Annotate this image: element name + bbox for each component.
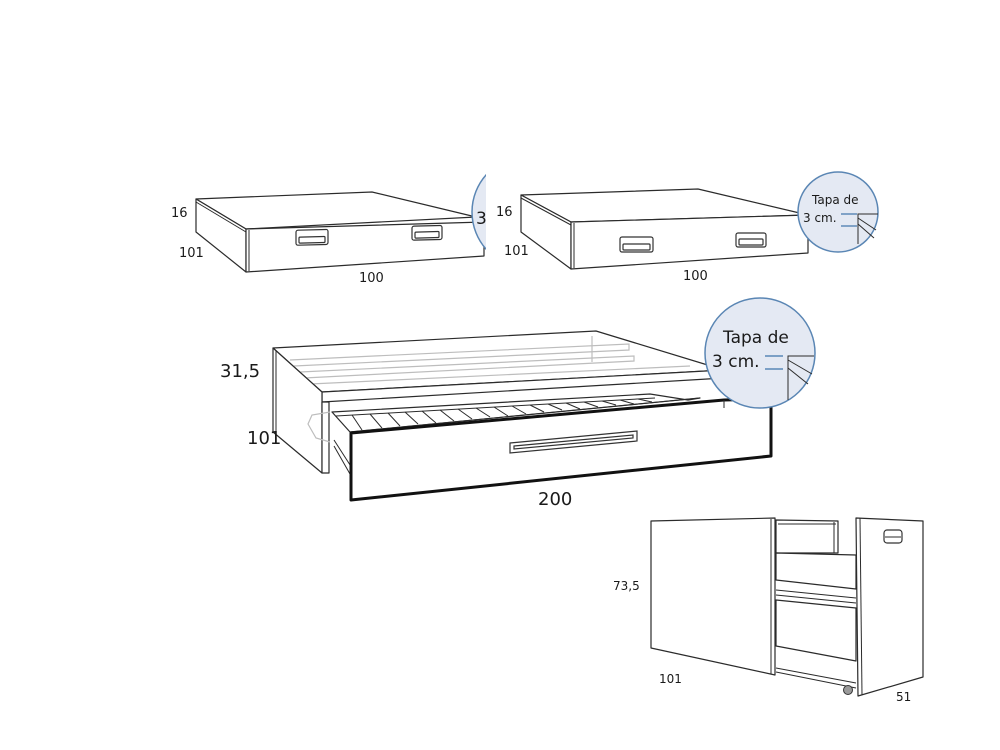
cabinet-side-panel xyxy=(650,517,776,676)
depth-dimension-label: 101 xyxy=(179,246,204,261)
height-dimension-label: 16 xyxy=(496,205,513,220)
height-dimension-label: 31,5 xyxy=(220,361,260,382)
height-dimension-label: 16 xyxy=(171,206,188,221)
handle-icon xyxy=(735,232,767,248)
lid-thickness-callout: Tapa de 3 cm. xyxy=(797,171,879,253)
trundle-bed: Tapa de 3 cm. 31,5 101 200 xyxy=(220,297,816,510)
depth-dimension-label: 101 xyxy=(504,244,529,259)
width-dimension-label: 100 xyxy=(683,269,708,284)
svg-text:Tapa de: Tapa de xyxy=(722,328,789,348)
drawer-front xyxy=(570,214,809,270)
cabinet-shelf xyxy=(775,552,857,590)
handle-icon xyxy=(619,236,654,253)
depth-dimension-label: 101 xyxy=(659,672,682,686)
width-dimension-label: 51 xyxy=(896,690,911,704)
svg-text:3: 3 xyxy=(476,209,487,229)
pullout-slats xyxy=(331,393,701,475)
lid-thickness-callout-partial: 3 xyxy=(471,173,487,251)
svg-text:3 cm.: 3 cm. xyxy=(712,352,760,372)
drawer-front xyxy=(245,221,485,273)
bed-leg xyxy=(321,401,330,474)
height-dimension-label: 73,5 xyxy=(613,579,640,593)
cabinet-shelf xyxy=(775,599,857,662)
handle-icon xyxy=(883,529,903,544)
cabinet-interior-top xyxy=(775,519,839,554)
drawer-small-left: 3 16 101 100 xyxy=(171,173,487,286)
bed-slats-ghost xyxy=(289,336,691,385)
width-dimension-label: 200 xyxy=(538,489,572,510)
long-handle-icon xyxy=(509,430,638,454)
drawer-small-right: Tapa de 3 cm. 16 101 100 xyxy=(496,171,879,284)
handle-icon xyxy=(295,228,329,246)
lid-thickness-callout: Tapa de 3 cm. xyxy=(704,297,816,409)
trundle-front xyxy=(349,397,773,502)
svg-text:Tapa de: Tapa de xyxy=(811,193,858,207)
depth-dimension-label: 101 xyxy=(247,428,281,449)
cabinet-front-panel xyxy=(855,517,924,697)
svg-text:3 cm.: 3 cm. xyxy=(803,211,837,225)
caster-wheel-icon xyxy=(843,685,853,695)
width-dimension-label: 100 xyxy=(359,271,384,286)
handle-icon xyxy=(411,224,443,241)
cabinet-pullout: 73,5 101 51 xyxy=(613,517,924,704)
